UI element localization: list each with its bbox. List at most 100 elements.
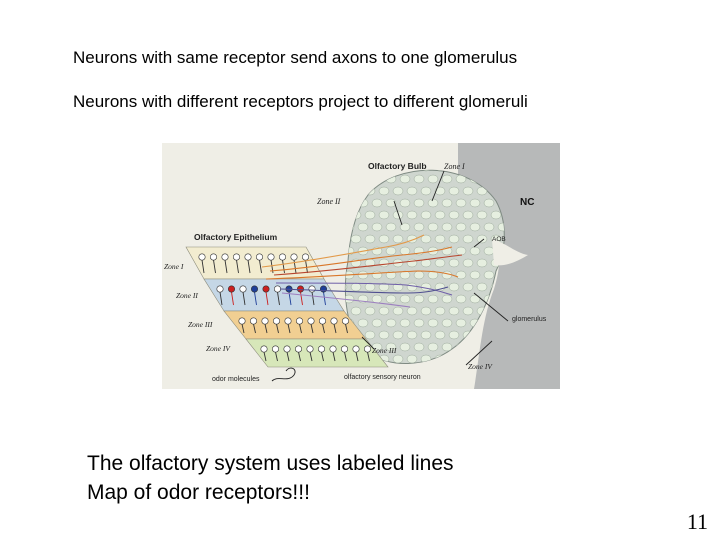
glomerulus-cell	[476, 258, 488, 268]
glomerulus-cell	[490, 210, 502, 220]
glomerulus-cell	[441, 198, 453, 208]
glomerulus-cell	[406, 186, 418, 196]
glomerulus-cell	[455, 222, 467, 232]
glomerulus-cell	[350, 282, 362, 292]
glomerulus-cell	[455, 246, 467, 256]
sensory-neuron	[239, 285, 247, 306]
glomerulus-cell	[483, 246, 495, 256]
glomerulus-cell	[371, 270, 383, 280]
sensory-neuron	[272, 345, 280, 362]
glomerulus-cell	[441, 342, 453, 352]
sensory-neuron	[364, 345, 372, 362]
glomerulus-cell	[434, 330, 446, 340]
sensory-neuron	[318, 345, 326, 362]
glomerulus-cell	[420, 306, 432, 316]
zone-2-label: Zone II	[176, 291, 198, 300]
sensory-neuron	[319, 317, 327, 334]
glomerulus-cell	[378, 186, 390, 196]
glomerulus-cell	[455, 198, 467, 208]
sensory-neuron	[260, 345, 268, 362]
glomerulus-cell	[413, 294, 425, 304]
glomerulus-cell	[420, 210, 432, 220]
band-zone-4	[245, 338, 389, 368]
glomerulus-cell	[413, 270, 425, 280]
glomerulus-cell	[392, 306, 404, 316]
glomerulus-cell	[357, 222, 369, 232]
glomerulus-label: glomerulus	[512, 316, 547, 323]
glomerulus-cell	[413, 198, 425, 208]
glomerulus-cell	[462, 234, 474, 244]
glomerulus-cell	[448, 282, 460, 292]
glomerulus-cell	[399, 342, 411, 352]
zone-4-label: Zone IV	[206, 344, 231, 353]
glomerulus-cell	[406, 210, 418, 220]
glomerulus-cell	[469, 198, 481, 208]
glomerulus-cell	[406, 282, 418, 292]
glomerulus-cell	[378, 306, 390, 316]
glomerulus-cell	[385, 318, 397, 328]
glomerulus-cell	[399, 198, 411, 208]
glomerulus-cell	[455, 294, 467, 304]
odor-label: odor molecules	[212, 376, 260, 383]
sensory-neuron	[256, 253, 264, 274]
heading-same-receptor: Neurons with same receptor send axons to…	[73, 48, 518, 67]
glomerulus-cell	[462, 258, 474, 268]
glomerulus-cell	[420, 258, 432, 268]
glomerulus-cell	[476, 210, 488, 220]
glomerulus-cell	[350, 306, 362, 316]
nc-label: NC	[520, 197, 534, 208]
glomerulus-cell	[364, 306, 376, 316]
glomerulus-cell	[462, 306, 474, 316]
sensory-neuron	[307, 317, 315, 334]
glomerulus-cell	[392, 330, 404, 340]
glomerulus-cell	[483, 270, 495, 280]
sensory-neuron	[221, 253, 229, 274]
caption-labeled-lines: The olfactory system uses labeled lines	[87, 452, 454, 475]
glomerulus-cell	[476, 282, 488, 292]
glomerulus-cell	[420, 234, 432, 244]
glomerulus-cell	[413, 342, 425, 352]
glomerulus-cell	[399, 318, 411, 328]
glomerulus-cell	[441, 294, 453, 304]
zone-3-label: Zone III	[188, 320, 213, 329]
glomerulus-cell	[427, 318, 439, 328]
aob-label: AOB	[492, 236, 506, 243]
glomerulus-cell	[427, 198, 439, 208]
zone-1-label: Zone I	[164, 262, 184, 271]
glomerulus-cell	[399, 270, 411, 280]
sensory-neuron	[330, 317, 338, 334]
pointer-lines	[271, 170, 509, 382]
sensory-neuron	[329, 345, 337, 362]
glomerulus-cell	[476, 186, 488, 196]
glomerulus-cell	[364, 330, 376, 340]
sensory-neuron	[198, 253, 206, 274]
sensory-neuron	[250, 317, 258, 334]
glomerulus-cell	[420, 330, 432, 340]
sensory-neuron	[342, 317, 350, 334]
sensory-neuron	[302, 253, 310, 274]
glomerulus-cell	[385, 246, 397, 256]
sensory-neuron	[273, 317, 281, 334]
sensory-neuron	[233, 253, 241, 274]
glomerulus-cell	[448, 306, 460, 316]
glomerulus-cell	[427, 270, 439, 280]
glomerulus-cell	[462, 186, 474, 196]
caption-odor-map: Map of odor receptors!!!	[87, 481, 310, 504]
glomerulus-cell	[483, 222, 495, 232]
glomerulus-cell	[427, 294, 439, 304]
glomerulus-cell	[371, 294, 383, 304]
glomerulus-cell	[441, 174, 453, 184]
glomerulus-cell	[441, 222, 453, 232]
glomerulus-cell	[469, 294, 481, 304]
glomerulus-cell	[455, 270, 467, 280]
page-number: 11	[686, 509, 708, 534]
sensory-neuron	[251, 285, 259, 306]
glomerulus-cell	[476, 234, 488, 244]
glomerulus-cell	[378, 234, 390, 244]
glomerulus-cell	[406, 306, 418, 316]
glomerulus-cell	[385, 222, 397, 232]
sensory-neuron	[279, 253, 287, 274]
glomerulus-cell	[385, 342, 397, 352]
glomerulus-cell	[345, 282, 348, 292]
glomerulus-cell	[469, 246, 481, 256]
